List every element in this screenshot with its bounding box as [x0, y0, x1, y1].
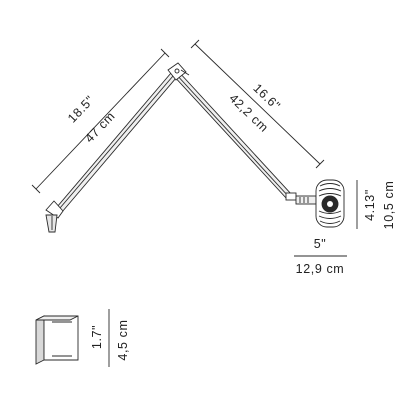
head-fin-5 — [318, 215, 342, 219]
upper-arm-dimension-tick-start — [190, 39, 200, 49]
base-plate-top — [35, 315, 79, 321]
head-fin-6 — [319, 220, 341, 224]
upper-arm-dimension-tick-end — [315, 159, 325, 169]
head-connector — [295, 195, 317, 205]
lower-arm-dimension-tick-start — [31, 184, 41, 194]
head-neck — [285, 192, 297, 201]
upper-arm-dimension: 16.6" 42,2 cm — [190, 39, 325, 169]
upper-arm-dimension-line — [194, 43, 321, 165]
head-width-cm: 12,9 cm — [296, 262, 345, 276]
head-height-dimension: 4.13" 10,5 cm — [356, 180, 396, 230]
base-plate-side — [35, 315, 45, 365]
elbow-pin — [174, 68, 180, 74]
head-fin-1 — [319, 183, 341, 187]
base-height-cm: 4,5 cm — [116, 319, 130, 360]
base-plate-front — [43, 315, 79, 361]
upper-arm-highlight — [174, 72, 290, 198]
base-height-dimension: 1.7" 4,5 cm — [90, 309, 130, 367]
elbow-spring — [180, 69, 190, 76]
head-width-in: 5" — [314, 237, 327, 251]
base-clamp — [45, 214, 58, 233]
lamp-head — [285, 179, 345, 228]
base-height-in: 1.7" — [90, 325, 104, 349]
base-plate — [35, 315, 79, 365]
lower-arm-dimension-line — [35, 52, 166, 190]
lower-arm-highlight — [59, 75, 174, 209]
head-fin-3 — [318, 193, 342, 197]
head-width-dimension: 5" 12,9 cm — [294, 237, 347, 276]
lower-arm-dimension-tick-end — [160, 48, 170, 58]
lower-arm-dimension: 18.5" 47 cm — [31, 48, 170, 194]
head-lens-center — [327, 201, 333, 207]
head-fin-4 — [318, 210, 342, 214]
upper-arm-length-in: 16.6" — [250, 81, 283, 113]
head-height-in: 4.13" — [363, 189, 377, 221]
lower-arm-length-cm: 47 cm — [82, 109, 118, 146]
lower-arm-length-in: 18.5" — [65, 93, 97, 126]
head-height-cm: 10,5 cm — [382, 181, 396, 230]
head-fin-2 — [318, 188, 342, 192]
